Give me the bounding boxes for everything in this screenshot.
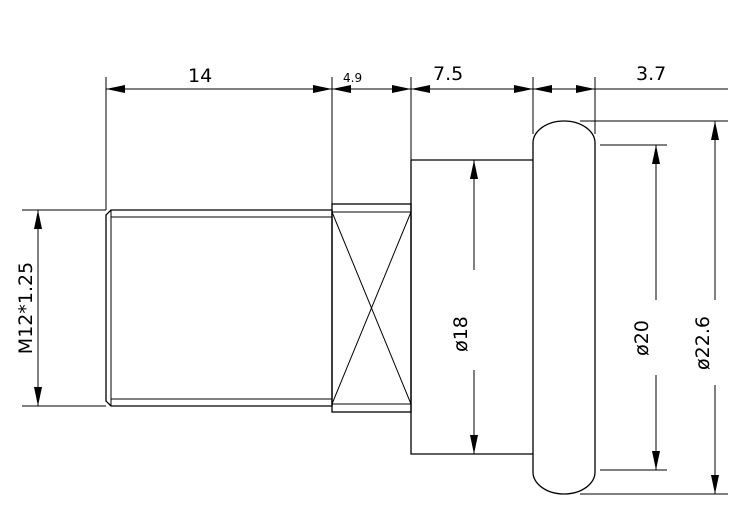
- horizontal-dimension-line: [106, 85, 728, 93]
- dim-thread-length: 14: [188, 65, 212, 87]
- dim-head-diameter: ø22.6: [692, 316, 714, 370]
- part-outline: [105, 120, 596, 495]
- head-outline: [532, 120, 596, 495]
- dim-body-diameter: ø18: [450, 316, 472, 352]
- dim-head-length: 3.7: [636, 63, 666, 85]
- thread-outline: [105, 209, 333, 407]
- dim-collar-diameter: ø20: [631, 320, 653, 356]
- thread-dimension-line: [34, 210, 42, 406]
- head-diameter-dimension-line: [711, 121, 719, 494]
- collar-diameter-dimension-line: [652, 145, 660, 470]
- dim-thread-spec: M12*1.25: [15, 262, 37, 354]
- body-outline: [410, 159, 533, 455]
- extension-lines: [22, 77, 728, 495]
- dim-body-length: 7.5: [433, 63, 463, 85]
- dim-undercut-length: 4.9: [343, 71, 362, 85]
- body-diameter-dimension-line: [470, 160, 478, 454]
- undercut-cross-2: [331, 211, 412, 405]
